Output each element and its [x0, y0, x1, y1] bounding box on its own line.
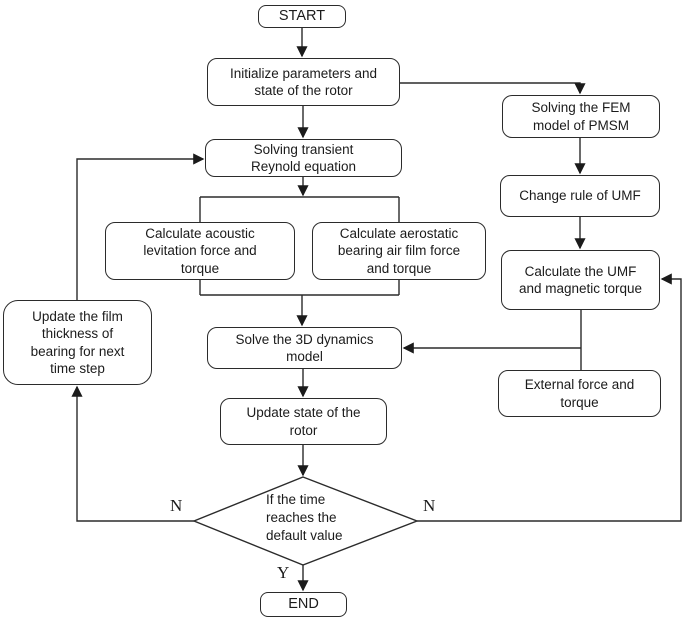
node-end: END [260, 592, 347, 617]
node-reynold-label: Solving transient Reynold equation [250, 141, 357, 175]
node-update-state: Update state of the rotor [220, 398, 387, 445]
node-start-label: START [278, 7, 326, 24]
node-calc-umf-label: Calculate the UMF and magnetic torque [518, 263, 643, 297]
connector-updatefilm-to-reynold [76, 153, 205, 300]
node-fem-label: Solving the FEM model of PMSM [531, 100, 631, 133]
node-dynamics: Solve the 3D dynamics model [207, 327, 402, 369]
node-fem: Solving the FEM model of PMSM [502, 95, 660, 138]
connector-decision-to-updatefilm [71, 385, 194, 522]
edge-label-no-right: N [423, 496, 436, 515]
connector-merge-bar [199, 280, 400, 296]
node-change-rule: Change rule of UMF [500, 175, 660, 217]
node-dynamics-label: Solve the 3D dynamics model [235, 331, 374, 365]
node-initialize-label: Initialize parameters and state of the r… [229, 65, 378, 99]
edge-label-no-left: N [170, 496, 183, 515]
node-acoustic-label: Calculate acoustic levitation force and … [143, 225, 257, 276]
node-initialize: Initialize parameters and state of the r… [207, 58, 400, 106]
node-reynold: Solving transient Reynold equation [205, 139, 402, 177]
edge-label-yes: Y [277, 563, 290, 582]
node-acoustic: Calculate acoustic levitation force and … [105, 222, 295, 280]
decision-label: If the time reaches the default value [266, 492, 343, 543]
node-start: START [258, 5, 346, 28]
node-calc-umf: Calculate the UMF and magnetic torque [501, 250, 660, 310]
node-update-state-label: Update state of the rotor [246, 405, 361, 438]
connector-split-bar [199, 196, 400, 222]
node-change-rule-label: Change rule of UMF [519, 188, 641, 204]
node-end-label: END [288, 595, 319, 612]
node-update-film-label: Update the film thickness of bearing for… [30, 308, 125, 377]
node-external-label: External force and torque [524, 377, 635, 410]
connector-decision-to-calcumf [417, 273, 682, 522]
decision-diamond-shape [192, 476, 419, 566]
connector-initialize-to-fem [400, 82, 586, 95]
node-aerostatic-label: Calculate aerostatic bearing air film fo… [337, 225, 461, 276]
node-external: External force and torque [498, 370, 661, 417]
node-update-film: Update the film thickness of bearing for… [3, 300, 152, 385]
node-aerostatic: Calculate aerostatic bearing air film fo… [312, 222, 486, 280]
